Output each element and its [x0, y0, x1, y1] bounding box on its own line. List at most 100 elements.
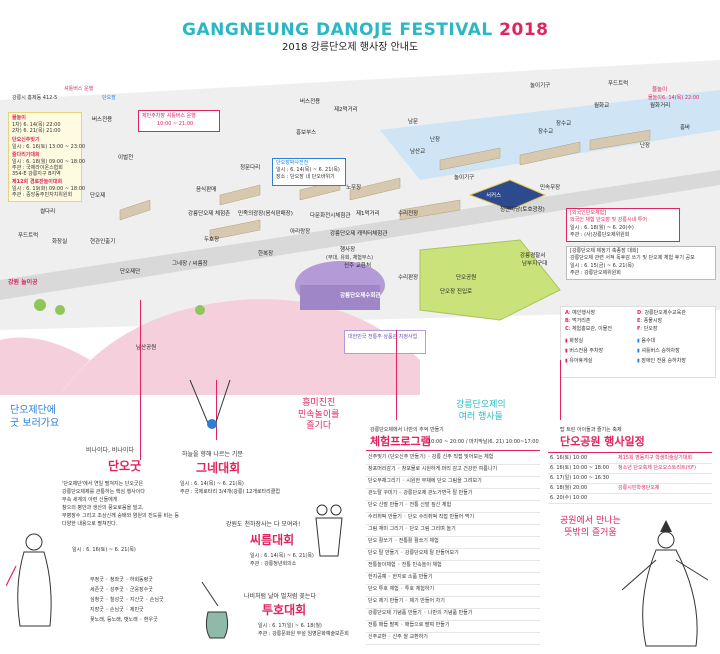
- ssireum-illustration: [315, 504, 343, 557]
- map-label-dance: 민속무장: [540, 185, 561, 191]
- map-label-bus-top: 버스전용: [300, 99, 321, 105]
- program-row: 단오 활쏘기 ◦ 전통활 활쏘기 체험: [368, 538, 439, 544]
- gut-list-4: 꽃노래, 등노래, 뱃노래 ◦ 환우굿: [90, 617, 158, 623]
- sched-date: 6. 17(일) 10:00 ~ 16:30: [550, 475, 609, 481]
- ssireum-date: 일시 : 6. 14(목) ~ 6. 21(목): [250, 553, 314, 559]
- gut-desc1: '단오제단'에서 연일 펼쳐지는 단오굿은: [62, 481, 144, 487]
- p3-title: 줄다리기대회: [12, 152, 40, 158]
- sched-text: 제15회 영동지구 학생미술실기대회: [618, 455, 692, 461]
- p3-time: 일시 : 6. 18(월) 09:00 ~ 18:00: [12, 159, 86, 165]
- map-label-water: 수리전장: [398, 211, 419, 217]
- mountain-area: [60, 299, 420, 395]
- map-label-right-top7: 난장: [640, 143, 651, 149]
- lower-right-heading: 강릉단오제의 여러 행사들: [456, 400, 506, 422]
- p4-title: 제12회 경로잔놀이대회: [12, 179, 63, 185]
- map-label-multi: 다문화전시체험관: [310, 213, 351, 219]
- map-logo: 강원 놀이공: [8, 279, 38, 286]
- danoje-center-place: 장소 : 단오장 내 단오바위기: [276, 174, 335, 180]
- program-row: 수리취떡 만들기 ◦ 단오 수리취떡 직접 만들어 먹기: [368, 514, 475, 520]
- park-intro: 탑 트린 아이들과 즐기는 축제: [560, 427, 622, 433]
- shuttle-icon: ▮ 셔틀버스 승하차장: [637, 348, 680, 354]
- program-row: 강릉단오제 기념품 만들기 ◦ 나만의 기념품 만들기: [368, 610, 473, 616]
- danoje-park-area: [419, 239, 561, 321]
- gut-desc2: 강릉단오제제를 관통하는 핵심 행사이다: [62, 489, 145, 495]
- legend: A: 예인행사장 B: 먹거리촌 C: 체험홍보관, 이물전 D: 강릉단오제수…: [560, 306, 716, 378]
- legend-item-a: A: 예인행사장: [565, 310, 596, 316]
- map-label-bus-stop: 버스전용: [92, 117, 113, 123]
- map-label-experience: 강릉단오제 체험촌: [188, 211, 231, 217]
- gut-small: 비나이다, 비나이다: [86, 447, 134, 454]
- program-title: 체험프로그램: [370, 435, 431, 448]
- gut-list-0: 부정굿 ◦ 청좌굿 ◦ 하회동령굿: [90, 577, 153, 583]
- gut-desc3: 무속 세계의 아련 신들에게: [62, 497, 118, 503]
- danoje-center-box: 단오장박사전전 일시 : 6. 14(목) ~ 6. 21(목) 장소 : 단오…: [272, 158, 346, 186]
- map-label-jangsu: 장수교: [538, 129, 554, 135]
- sched-date: 6. 16(토) 10:00 ~ 18:00: [550, 465, 609, 471]
- p1-time2: 2차) 6. 21(목) 21:00: [12, 128, 61, 134]
- swing-title: 그네대회: [196, 461, 241, 475]
- program-row: 단오 탈 만들기 ◦ 강릉단오제 탈 만들어보기: [368, 550, 459, 556]
- gut-desc4: 참으의 평안과 생산의 풍요로움을 빌고,: [62, 505, 144, 511]
- gut-list-1: 세존굿 ◦ 성주굿 ◦ 군웅장수굿: [90, 587, 153, 593]
- park-heading: 공원에서 만나는 뜻밖의 즐거움: [560, 516, 621, 538]
- map-label-duo: 두호장: [204, 237, 220, 243]
- map-label-right-top2: 푸드트럭: [608, 81, 629, 87]
- essay-info-1: [강릉단오제 제정기 축종장 대회]: [570, 248, 639, 254]
- map-label-nature1: 제2먹거리: [334, 107, 358, 113]
- program-table: 신주빚기 (단오신주 만들기) ◦ 강릉 신주 직접 빚어보는 체험 창포머리감…: [366, 450, 540, 651]
- map-label-food-truck: 푸드트럭: [18, 233, 39, 239]
- culture-ctr-box: 대한민국 전통주 상품관 지정사업: [344, 330, 426, 354]
- legend-item-f: F: 단오장: [637, 326, 658, 332]
- map-label-shuttle-sub: 단오장: [102, 95, 116, 101]
- p4-time: 일시 : 6. 19(화) 09:00 ~ 18:00: [12, 186, 86, 192]
- culture-ctr-text: 대한민국 전통주 상품관 지정사업: [348, 334, 418, 340]
- program-row: 단오부채그리기 ◦ 시원한 부채에 단오 그림을 그려보기: [368, 478, 482, 484]
- circus-tent: [468, 179, 547, 211]
- tuho-title: 투호대회: [262, 603, 307, 617]
- p2-time: 일시 : 6. 16(토) 13:00 ~ 23:00: [12, 144, 86, 150]
- essay-info-2: 강릉단오제 관련 서적 독후감 쓰기 및 단오제 체험 후기 공모: [570, 255, 695, 261]
- map-label-left-bridge: 이벌천: [118, 155, 134, 161]
- map-label-hangsa: 행사장: [340, 247, 356, 253]
- program-row: 전통 매듭 팔찌 ◦ 매듭으로 팔찌 만들기: [368, 622, 450, 628]
- p3-place: 주관 : 국제라이온스협회: [12, 165, 63, 171]
- tuho-place: 주관 : 강릉문화원 부설 임영문화예술보존회: [258, 631, 349, 637]
- map-label-danoje: 단오제: [90, 193, 106, 199]
- map-label-circus: 서커스: [486, 193, 502, 199]
- map-label-nori: 놀이기구: [454, 175, 475, 181]
- map-label-nomu: 노무장: [346, 185, 362, 191]
- program-row: 관노탈 꾸미기 ◦ 강릉단오제 관노가면극 탈 만들기: [368, 490, 473, 496]
- foreign-info-2: 외국인 체험 단오장 및 강릉시내 투어: [570, 217, 647, 223]
- gut-list-3: 지장굿 ◦ 손님굿 ◦ 제민굿: [90, 607, 144, 613]
- legend-item-b: B: 먹거리촌: [565, 318, 591, 324]
- map-label-hyeongwan: 현관인출기: [90, 239, 116, 245]
- map-label-mountain: 남산공원: [136, 345, 157, 351]
- map-label-right-top3: 월화교: [594, 103, 610, 109]
- map-label-cheong: 청단마당(토호광장): [500, 207, 545, 213]
- map-label-arirang: 아리랑장: [290, 229, 311, 235]
- gut-desc5: 무병장수 그리고 조상신께 숭배와 염원의 진도를 비는 등: [62, 513, 179, 519]
- tuho-date: 일시 : 6. 17(일) ~ 6. 18(월): [258, 623, 322, 629]
- ssireum-place: 주관 : 강릉청년회의소: [250, 561, 297, 567]
- program-time: 10:00 ~ 20:00 / 마지막날(6. 21) 10:00~17:00: [428, 439, 539, 445]
- festival-map: [0, 60, 720, 395]
- p1-time: 1차) 6. 14(목) 22:00: [12, 122, 61, 128]
- map-label-hangsa-sub: (무대, 유회, 체험부스): [326, 255, 374, 261]
- lower-left-heading: 단오제단에 굿 보러가요: [10, 405, 60, 429]
- swing-date: 일시 : 6. 14(목) ~ 6. 21(목): [180, 481, 244, 487]
- gut-list-2: 심청굿 ◦ 칠성굿 ◦ 지신굿 ◦ 손님굿: [90, 597, 164, 603]
- essay-info-4: 주관 : 강릉단오제위원회: [570, 270, 621, 276]
- sched-text: 청소년 단오축제 단오오스트리트(Y.F): [618, 465, 696, 471]
- ssireum-title: 씨름대회: [250, 533, 295, 547]
- program-row: 단오 투호 체험 ◦ 투호 체험하기: [368, 586, 435, 592]
- toilet-icon: ▮ 화장실: [565, 338, 584, 344]
- p1-title: 물놀이: [12, 115, 26, 121]
- map-label-right-top1: 물놀이: [652, 87, 668, 93]
- map-label-bus-area-top: 강릉시 홍제동 412-5: [12, 95, 58, 101]
- map-label-geune: 그네장 / 씨름장: [172, 261, 208, 267]
- sched-text: 강릉시민학생단오제: [618, 485, 660, 491]
- map-label-right-top8: 흥바: [680, 125, 691, 131]
- map-label-police: 강릉경찰서: [520, 253, 546, 259]
- swing-small: 하늘을 향해 나르는 기분: [182, 451, 243, 458]
